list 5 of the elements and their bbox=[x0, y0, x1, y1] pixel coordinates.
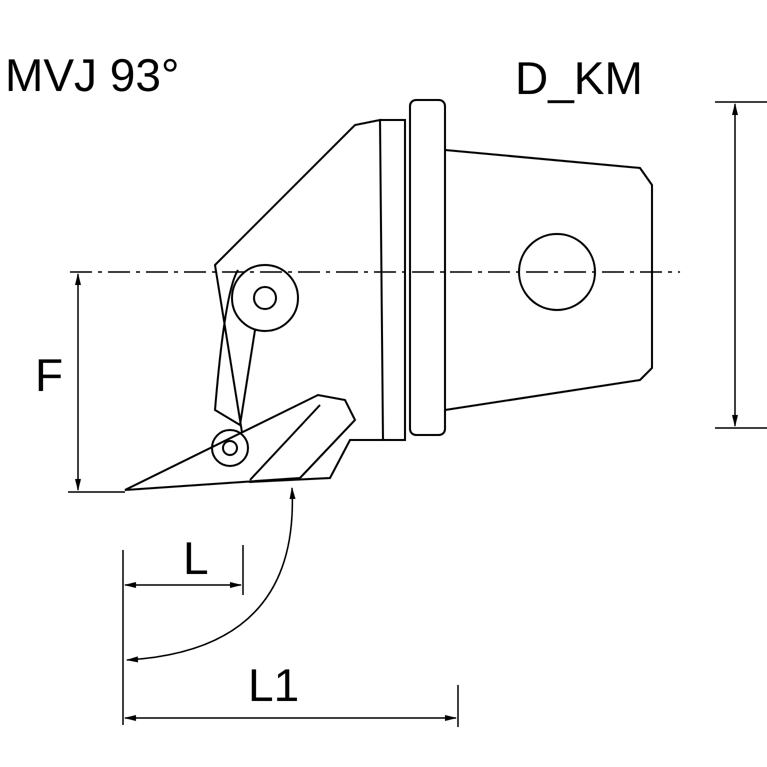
dimension-label: L1 bbox=[248, 662, 300, 708]
dimension-label: F bbox=[35, 352, 64, 398]
dimension-label: D_KM bbox=[515, 55, 643, 101]
dimension-label: L bbox=[183, 535, 209, 581]
title: MVJ 93° bbox=[5, 52, 180, 98]
